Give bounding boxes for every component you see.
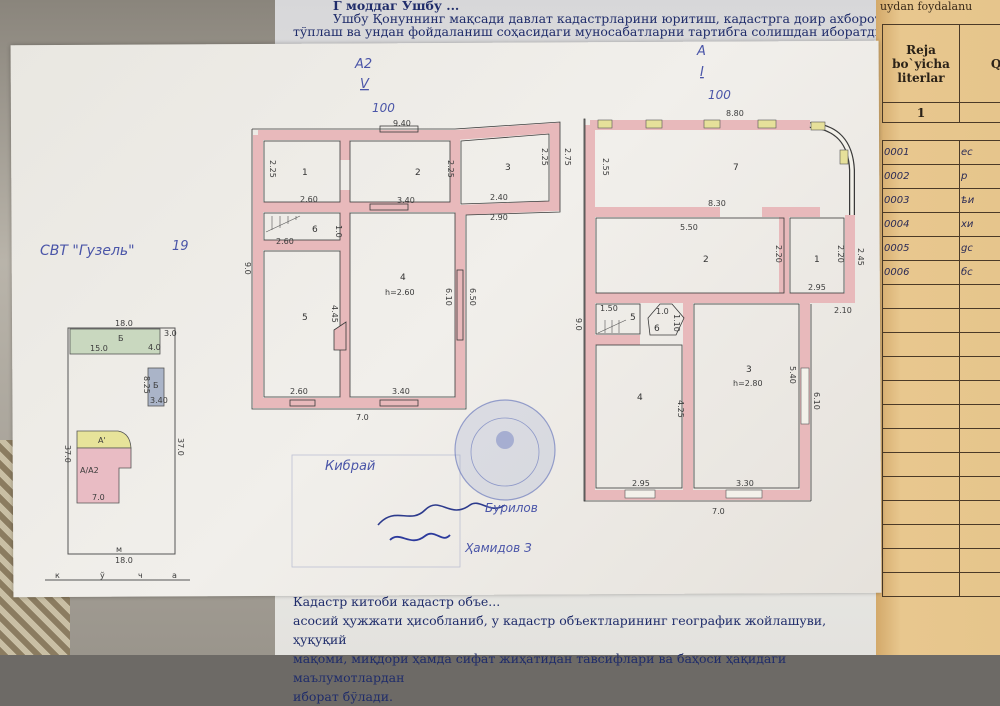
street-letter: к — [55, 571, 60, 580]
room-number: 4 — [400, 273, 406, 283]
dimension: 6.50 — [468, 288, 477, 306]
dimension: 2.95 — [808, 283, 826, 292]
dimension: 5.50 — [680, 223, 698, 232]
room-height: h=2.60 — [385, 288, 415, 297]
floor-plan-v: А2 V 100 1 2 — [243, 57, 572, 422]
dimension: 8.80 — [726, 109, 744, 118]
curved-glazed-wall — [810, 125, 852, 215]
windows — [598, 120, 848, 498]
dimension: 3.40 — [397, 196, 415, 205]
dimension: 2.25 — [268, 160, 277, 178]
plan-letter: А2 — [354, 57, 372, 72]
dimension: 2.20 — [774, 245, 783, 263]
plan-scale: 100 — [372, 101, 395, 115]
dimension: 5.40 — [788, 366, 797, 384]
street-letter: ў — [100, 571, 105, 580]
seal-icon — [455, 400, 555, 500]
site-right-length: 37.0 — [176, 438, 185, 456]
stamp-handwritten-text: Кибрай — [325, 459, 375, 474]
room-number: 1 — [814, 255, 820, 265]
room-number: 4 — [637, 393, 643, 403]
shed-length: 15.0 — [90, 344, 108, 353]
room-number: 2 — [415, 168, 421, 178]
room-number: 6 — [312, 225, 318, 235]
room-number: 6 — [654, 324, 660, 334]
dimension: 6.10 — [444, 288, 453, 306]
dimension: 1.0 — [334, 225, 343, 238]
site-plan: СВТ "Гузель" 19 18.0 18.0 м 37.0 37.0 Б … — [40, 239, 190, 580]
dimension: 2.25 — [540, 148, 549, 166]
house-width: 7.0 — [92, 493, 105, 502]
dimension: 4.25 — [676, 400, 685, 418]
official-stamp: Кибрай Бурилов Ҳамидов З — [292, 400, 555, 567]
plan-letter: А — [696, 44, 706, 59]
house-upper-label: А' — [98, 436, 106, 445]
dimension: 2.25 — [446, 160, 455, 178]
room-number: 5 — [630, 313, 636, 323]
site-number: 19 — [172, 239, 189, 254]
dimension: 3.30 — [736, 479, 754, 488]
outbuilding-length: 8.25 — [142, 376, 151, 394]
plan-scale: 100 — [708, 88, 731, 102]
site-left-length: 37.0 — [63, 445, 72, 463]
shed-label: Б — [118, 334, 124, 343]
dimension: 7.0 — [712, 507, 725, 516]
plan-floor: V — [360, 77, 370, 92]
dimension: 2.60 — [276, 237, 294, 246]
dimension: 4.45 — [330, 305, 339, 323]
wall-outlines — [252, 122, 560, 409]
document-line: иборат бўлади. — [293, 687, 883, 706]
dimension: 2.10 — [834, 306, 852, 315]
dimension: 9.40 — [393, 119, 411, 128]
room-number: 2 — [703, 255, 709, 265]
floor-plan-drawing: СВТ "Гузель" 19 18.0 18.0 м 37.0 37.0 Б … — [0, 0, 1000, 655]
dimension: 2.40 — [490, 193, 508, 202]
dimension: 2.90 — [490, 213, 508, 222]
site-address: СВТ "Гузель" — [40, 243, 135, 259]
dimension: 2.60 — [300, 195, 318, 204]
signature-icon — [390, 534, 450, 541]
outbuilding-width: 3.40 — [150, 396, 168, 405]
dimension: 2.60 — [290, 387, 308, 396]
dimension: 1.0 — [656, 307, 669, 316]
room-number: 3 — [505, 163, 511, 173]
house-lower-label: А/А2 — [80, 466, 99, 475]
dimension: 2.55 — [601, 158, 610, 176]
dimension: 6.10 — [812, 392, 821, 410]
curved-glazed-wall-inner — [810, 125, 852, 215]
staircase — [266, 216, 300, 232]
floor-plan-i: А I 100 — [574, 44, 865, 516]
dimension: 7.0 — [356, 413, 369, 422]
room-height: h=2.80 — [733, 379, 763, 388]
stamp-box — [292, 455, 460, 567]
shed-offset: 3.0 — [164, 329, 177, 338]
signature-name: Бурилов — [485, 501, 538, 515]
dimension: 3.40 — [392, 387, 410, 396]
dimension: 2.45 — [856, 248, 865, 266]
dimension: 2.20 — [836, 245, 845, 263]
site-top-width: 18.0 — [115, 319, 133, 328]
gate-label: м — [116, 545, 122, 554]
dimension: 8.30 — [708, 199, 726, 208]
plan-floor: I — [700, 65, 704, 80]
signature-name: Ҳамидов З — [464, 541, 532, 555]
room-number: 1 — [302, 168, 308, 178]
dimension: 1.10 — [672, 314, 681, 332]
staircase — [598, 320, 626, 333]
dimension: 9.0 — [243, 262, 252, 275]
street-letter: ч — [138, 571, 143, 580]
shed-depth: 4.0 — [148, 343, 161, 352]
dimension: 2.75 — [563, 148, 572, 166]
dimension: 1.50 — [600, 304, 618, 313]
street-letter: а — [172, 571, 177, 580]
room-number: 3 — [746, 365, 752, 375]
dimension: 2.95 — [632, 479, 650, 488]
shed-building — [70, 329, 160, 354]
room-number: 7 — [733, 163, 739, 173]
site-bottom-width: 18.0 — [115, 556, 133, 565]
room-number: 5 — [302, 313, 308, 323]
dimension: 9.0 — [574, 318, 583, 331]
outbuilding-label: Б — [153, 381, 159, 390]
